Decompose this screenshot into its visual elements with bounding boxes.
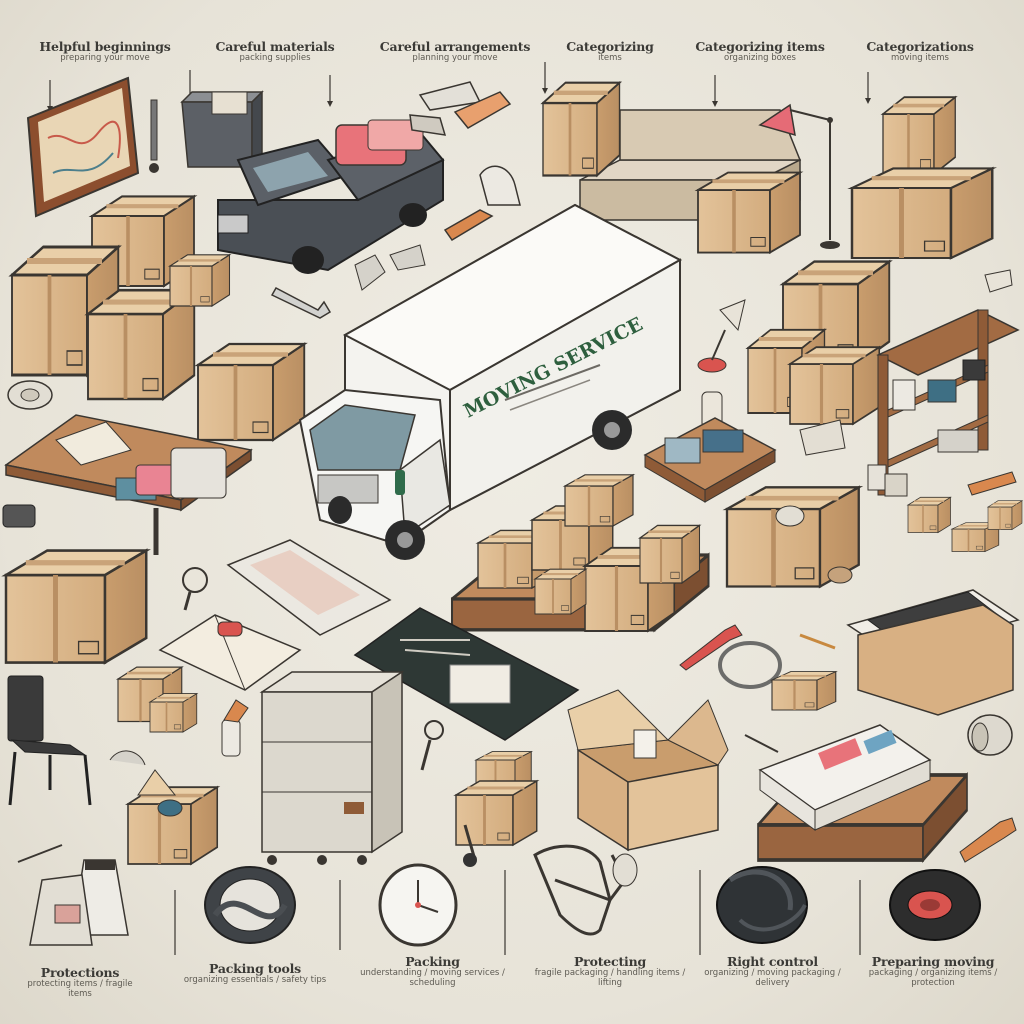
- caption-subtitle: fragile packaging / handling items / lif…: [534, 968, 686, 989]
- caption-title: Categorizations: [866, 39, 974, 54]
- box-stack-icon: [846, 589, 1020, 716]
- pallet-icon: [450, 473, 711, 633]
- strap-roll-icon: [204, 866, 296, 944]
- caption-top-3: Careful arrangements planning your move: [370, 39, 540, 64]
- chair-icon: [7, 675, 92, 806]
- caption-title: Protections: [40, 965, 120, 980]
- hand-tools-icon: [679, 624, 836, 689]
- spray-bottle-icon: [221, 699, 249, 757]
- caption-subtitle: packing supplies: [239, 53, 311, 64]
- pickup-truck-icon: [217, 119, 445, 274]
- hand-tools-icon: [149, 99, 159, 173]
- caption-subtitle: planning your move: [412, 53, 498, 64]
- caption-top-4: Categorizing items: [550, 39, 670, 64]
- cone-icon: [17, 844, 129, 946]
- clock-icon: [378, 863, 458, 947]
- wrap-tray-icon: [226, 539, 392, 636]
- desk-lamp-icon: [697, 299, 746, 429]
- caption-title: Careful materials: [215, 39, 335, 54]
- book-icon: [158, 614, 302, 691]
- caption-subtitle: organizing essentials / safety tips: [183, 975, 327, 986]
- tape-roll-icon: [7, 380, 53, 410]
- caption-title: Helpful beginnings: [39, 39, 171, 54]
- hand-tools-icon: [799, 269, 1017, 497]
- caption-subtitle: packaging / organizing items / protectio…: [868, 968, 998, 989]
- caption-title: Packing tools: [209, 961, 301, 976]
- caption-subtitle: items: [598, 53, 622, 64]
- caption-title: Categorizing items: [695, 39, 825, 54]
- caption-top-1: Helpful beginnings preparing your move: [20, 39, 190, 64]
- caption-subtitle: protecting items / fragile items: [27, 979, 133, 1000]
- bag-icon: [716, 866, 808, 944]
- dolly-box-icon: [259, 670, 405, 865]
- newspaper-stack-icon: [756, 724, 969, 862]
- box-stack-icon: [852, 168, 992, 258]
- caption-title: Protecting: [573, 954, 646, 969]
- table-icon: [4, 414, 253, 555]
- caption-title: Preparing moving: [871, 954, 995, 969]
- caption-bottom-6: Preparing moving packaging / organizing …: [858, 954, 1008, 989]
- box-stack-icon: [696, 170, 802, 255]
- caption-subtitle: preparing your move: [60, 53, 150, 64]
- box-stack-icon: [543, 83, 620, 176]
- map-frame-icon: [26, 76, 140, 218]
- caption-subtitle: moving items: [891, 53, 949, 64]
- caption-title: Packing: [405, 954, 460, 969]
- clipboard-icon: [353, 607, 580, 741]
- table-icon: [643, 417, 777, 503]
- box-stack-icon: [6, 551, 146, 663]
- box-stack-icon: [881, 95, 958, 176]
- caption-title: Careful arrangements: [379, 39, 531, 54]
- caption-title: Right control: [727, 954, 818, 969]
- caption-bottom-5: Right control organizing / moving packag…: [690, 954, 855, 989]
- moving-truck-icon: [298, 203, 683, 560]
- caption-top-2: Careful materials packing supplies: [190, 39, 360, 64]
- caption-top-5: Categorizing items organizing boxes: [680, 39, 840, 64]
- cable-coil-icon: [889, 869, 981, 941]
- box-stack-icon: [746, 262, 889, 426]
- magnifier-icon: [420, 720, 444, 771]
- hand-truck-icon: [533, 844, 638, 936]
- caption-bottom-4: Protecting fragile packaging / handling …: [525, 954, 695, 989]
- tape-roll-icon: [967, 714, 1013, 756]
- caption-title: Categorizing: [566, 39, 654, 54]
- caption-subtitle: organizing boxes: [724, 53, 796, 64]
- magnifier-icon: [182, 567, 208, 611]
- caption-bottom-3: Packing understanding / moving services …: [345, 954, 520, 989]
- box-stack-icon: [109, 750, 220, 866]
- hand-tools-icon: [354, 81, 521, 291]
- wrench-icon: [270, 287, 332, 319]
- hand-truck-icon: [454, 750, 539, 867]
- phone-icon: [2, 504, 36, 528]
- caption-arrows-bottom: [174, 870, 861, 955]
- caption-bottom-2: Packing tools organizing essentials / sa…: [180, 961, 330, 986]
- desk-lamp-icon: [758, 103, 840, 249]
- caption-bottom-1: Protections protecting items / fragile i…: [20, 965, 140, 1000]
- shelf-unit-icon: [876, 309, 1020, 496]
- storage-bin-icon: [180, 90, 264, 170]
- scraper-icon: [744, 734, 1017, 863]
- caption-top-6: Categorizations moving items: [845, 39, 995, 64]
- caption-subtitle: understanding / moving services / schedu…: [360, 968, 505, 989]
- tape-roll-icon: [775, 505, 853, 584]
- caption-subtitle: organizing / moving packaging / delivery: [704, 968, 841, 989]
- box-stack-icon: [567, 689, 729, 852]
